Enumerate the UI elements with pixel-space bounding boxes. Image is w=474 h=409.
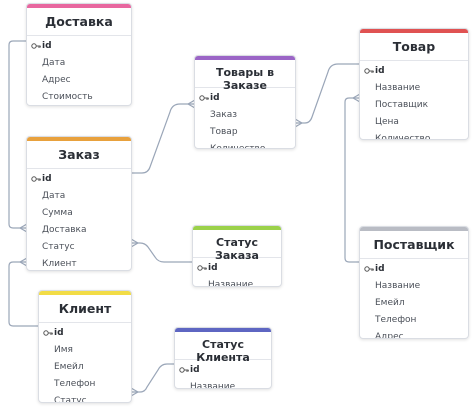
entity-title: Товары в Заказе bbox=[195, 60, 295, 92]
entity-title: Товар bbox=[360, 33, 468, 61]
field-row: Телефон bbox=[54, 379, 96, 389]
field-row: Стоимость bbox=[42, 92, 93, 102]
entity-color-bar bbox=[27, 137, 131, 141]
entity-color-bar bbox=[193, 226, 281, 230]
field-name: id bbox=[208, 263, 218, 273]
entity-title: Заказ bbox=[27, 141, 131, 169]
link-client-clientstatus bbox=[131, 363, 175, 393]
field-row: Название bbox=[190, 382, 236, 389]
entity-client[interactable]: Клиент id Имя Емейл Телефон Статус bbox=[38, 290, 132, 403]
field-row: Статус bbox=[42, 242, 75, 252]
entity-color-bar bbox=[195, 56, 295, 60]
field-row: Сумма bbox=[42, 208, 73, 218]
field-row: id bbox=[193, 260, 281, 277]
field-row: Доставка bbox=[42, 225, 87, 235]
link-order-orderstatus bbox=[131, 242, 193, 263]
entity-color-bar bbox=[360, 29, 468, 33]
entity-title: Статус Клиента bbox=[175, 332, 271, 364]
entity-order-status[interactable]: Статус Заказа id Название bbox=[192, 225, 282, 287]
link-delivery-order bbox=[8, 40, 27, 229]
entity-title: Поставщик bbox=[360, 231, 468, 259]
field-name: id bbox=[375, 66, 385, 76]
field-row: Заказ bbox=[210, 110, 238, 120]
field-row: Цена bbox=[375, 117, 399, 127]
crowfoot-order-client bbox=[19, 257, 28, 267]
field-row: id bbox=[175, 362, 271, 379]
field-row: id bbox=[27, 171, 131, 188]
entity-delivery[interactable]: Доставка id Дата Адрес Стоимость bbox=[26, 3, 132, 106]
field-name: id bbox=[210, 93, 220, 103]
field-row: Название bbox=[208, 280, 254, 287]
link-order-client bbox=[8, 261, 39, 327]
entity-color-bar bbox=[360, 227, 468, 231]
key-icon bbox=[179, 366, 189, 373]
field-row: id bbox=[360, 261, 468, 278]
field-name: id bbox=[42, 174, 52, 184]
field-row: Поставщик bbox=[375, 100, 429, 110]
entity-title: Клиент bbox=[39, 295, 131, 323]
link-product-supplier bbox=[344, 97, 360, 263]
key-icon bbox=[43, 329, 53, 336]
field-row: Название bbox=[375, 83, 421, 93]
field-row: Дата bbox=[42, 58, 66, 68]
crowfoot-order-delivery bbox=[19, 223, 28, 233]
entity-order[interactable]: Заказ id Дата Сумма Доставка Статус Клие… bbox=[26, 136, 132, 271]
crowfoot-order-status bbox=[130, 238, 139, 248]
field-row: Название bbox=[375, 281, 421, 291]
field-row: Дата bbox=[42, 191, 66, 201]
field-row: Адрес bbox=[375, 332, 404, 339]
entity-title: Доставка bbox=[27, 8, 131, 36]
field-row: Статус bbox=[54, 396, 87, 403]
entity-color-bar bbox=[39, 291, 131, 295]
field-row: Адрес bbox=[42, 75, 71, 85]
crowfoot-orderitems-product bbox=[294, 118, 303, 128]
key-icon bbox=[199, 94, 209, 101]
key-icon bbox=[31, 42, 41, 49]
field-row: Имя bbox=[54, 345, 73, 355]
crowfoot-orderitems-order bbox=[187, 99, 196, 109]
field-row: Количество bbox=[210, 144, 266, 149]
field-row: id bbox=[360, 63, 468, 80]
field-row: Товар bbox=[210, 127, 238, 137]
entity-title: Статус Заказа bbox=[193, 230, 281, 262]
entity-product[interactable]: Товар id Название Поставщик Цена Количес… bbox=[359, 28, 469, 140]
field-row: Емейл bbox=[375, 298, 405, 308]
entity-order-items[interactable]: Товары в Заказе id Заказ Товар Количеств… bbox=[194, 55, 296, 149]
link-orderitems-product bbox=[295, 63, 360, 124]
entity-client-status[interactable]: Статус Клиента id Название bbox=[174, 327, 272, 389]
field-name: id bbox=[190, 365, 200, 375]
field-name: id bbox=[54, 328, 64, 338]
field-name: id bbox=[42, 41, 52, 51]
field-row: Количество bbox=[375, 134, 431, 140]
entity-color-bar bbox=[175, 328, 271, 332]
crowfoot-product-supplier bbox=[352, 93, 361, 103]
entity-color-bar bbox=[27, 4, 131, 8]
field-row: id bbox=[39, 325, 131, 342]
entity-supplier[interactable]: Поставщик id Название Емейл Телефон Адре… bbox=[359, 226, 469, 339]
key-icon bbox=[364, 67, 374, 74]
key-icon bbox=[31, 175, 41, 182]
field-row: id bbox=[195, 90, 295, 107]
link-order-orderitems bbox=[131, 103, 195, 174]
key-icon bbox=[197, 264, 207, 271]
field-row: id bbox=[27, 38, 131, 55]
field-name: id bbox=[375, 264, 385, 274]
crowfoot-client-status bbox=[130, 387, 139, 397]
field-row: Телефон bbox=[375, 315, 417, 325]
field-row: Емейл bbox=[54, 362, 84, 372]
key-icon bbox=[364, 265, 374, 272]
field-row: Клиент bbox=[42, 259, 77, 269]
